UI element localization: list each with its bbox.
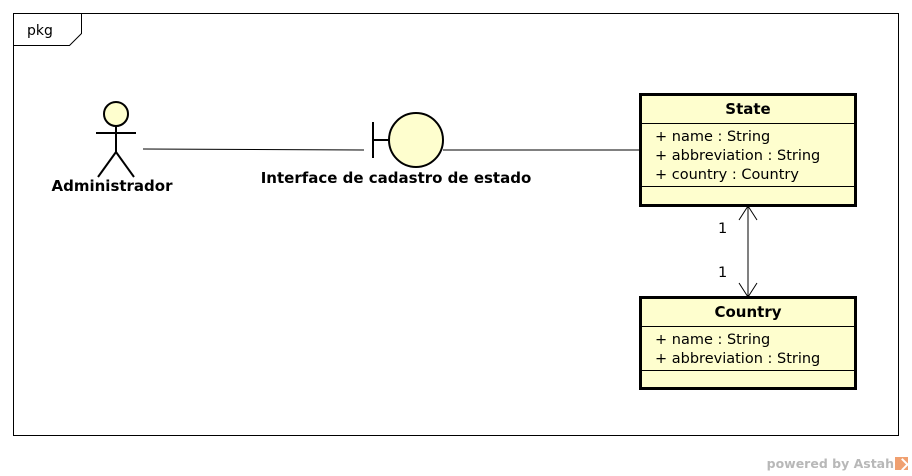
multiplicity-state-end: 1 xyxy=(718,221,728,237)
actor-icon xyxy=(96,101,136,178)
attribute: + name : String xyxy=(655,332,771,348)
footer-text: powered by Astah xyxy=(766,456,894,471)
package-tab xyxy=(13,13,82,46)
class-country-name: Country xyxy=(642,299,854,327)
class-country[interactable]: Country + name : String + abbreviation :… xyxy=(639,296,857,390)
class-country-attributes: + name : String + abbreviation : String xyxy=(642,327,854,371)
class-state-attributes: + name : String + abbreviation : String … xyxy=(642,124,854,187)
astah-logo-icon xyxy=(895,457,908,470)
class-state-name: State xyxy=(642,96,854,124)
powered-by-footer: powered by Astah xyxy=(767,456,908,471)
package-label: pkg xyxy=(27,23,53,39)
attribute: + country : Country xyxy=(655,167,799,183)
actor-boundary-link xyxy=(142,148,365,151)
attribute: + name : String xyxy=(655,129,771,145)
boundary-icon xyxy=(372,112,444,168)
class-state[interactable]: State + name : String + abbreviation : S… xyxy=(639,93,857,207)
state-country-association xyxy=(738,205,758,298)
actor-label: Administrador xyxy=(52,177,174,195)
boundary-label: Interface de cadastro de estado xyxy=(261,169,532,187)
attribute: + abbreviation : String xyxy=(655,148,821,164)
multiplicity-country-end: 1 xyxy=(718,265,728,281)
package-frame xyxy=(13,13,899,436)
attribute: + abbreviation : String xyxy=(655,351,821,367)
